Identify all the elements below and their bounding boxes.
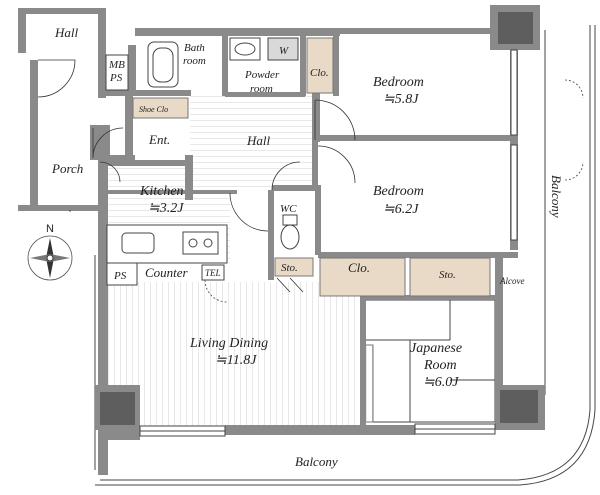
powder-label-2: room bbox=[250, 83, 273, 95]
small-storage-label: Sto. bbox=[281, 262, 298, 274]
tatami-room bbox=[364, 299, 496, 423]
porch-label: Porch bbox=[51, 161, 83, 176]
entrance-label: Ent. bbox=[148, 132, 170, 147]
windows bbox=[139, 49, 518, 437]
japanese-size: ≒6.0J bbox=[423, 375, 459, 390]
compass-rose-icon bbox=[27, 235, 73, 281]
bedroom2-size: ≒6.2J bbox=[383, 202, 419, 217]
tel-label: TEL bbox=[205, 268, 221, 278]
room-labels: Hall MB PS Bath room W Powder room Clo. … bbox=[51, 25, 564, 469]
japanese-label-2: Room bbox=[423, 358, 457, 373]
living-size: ≒11.8J bbox=[215, 353, 257, 368]
ps-label: PS bbox=[109, 72, 123, 84]
bath-fixtures bbox=[147, 37, 299, 88]
mb-ps-box bbox=[105, 54, 129, 91]
mid-storage bbox=[409, 257, 491, 297]
alcove-label: Alcove bbox=[499, 276, 524, 286]
mb-label: MB bbox=[108, 59, 125, 71]
closet-top-label: Clo. bbox=[310, 67, 329, 79]
wc-label: WC bbox=[280, 203, 297, 215]
kitchen-size: ≒3.2J bbox=[148, 201, 184, 216]
powder-label-1: Powder bbox=[244, 69, 280, 81]
doors bbox=[37, 59, 584, 303]
ps-kitchen-label: PS bbox=[113, 270, 127, 282]
bedroom1-label: Bedroom bbox=[373, 75, 424, 90]
mid-closet bbox=[319, 257, 406, 297]
hall-outer-label: Hall bbox=[54, 25, 79, 40]
small-storage bbox=[274, 257, 314, 277]
mid-storage-label: Sto. bbox=[439, 269, 456, 281]
top-closet bbox=[306, 37, 334, 94]
balcony-outline bbox=[94, 25, 596, 486]
kitchen-counter bbox=[106, 224, 228, 286]
shoe-closet-label: Shoe Clo bbox=[139, 105, 168, 114]
bedroom1-size: ≒5.8J bbox=[383, 92, 419, 107]
counter-label: Counter bbox=[145, 265, 189, 280]
living-floor bbox=[107, 282, 362, 430]
bath-label-2: room bbox=[183, 55, 206, 67]
toilet bbox=[280, 214, 300, 250]
mid-closet-label: Clo. bbox=[348, 260, 370, 275]
compass-north-label: N bbox=[46, 223, 54, 235]
balcony-bottom-label: Balcony bbox=[295, 454, 338, 469]
kitchen-label: Kitchen bbox=[139, 184, 184, 199]
bath-label-1: Bath bbox=[184, 42, 205, 54]
balcony-right-label: Balcony bbox=[549, 175, 564, 218]
walls bbox=[18, 5, 545, 475]
japanese-label-1: Japanese bbox=[410, 341, 462, 356]
bedroom2-label: Bedroom bbox=[373, 184, 424, 199]
shoe-closet bbox=[132, 97, 189, 119]
living-label: Living Dining bbox=[189, 336, 268, 351]
washer-label: W bbox=[279, 45, 289, 57]
hall-inner-label: Hall bbox=[246, 133, 271, 148]
